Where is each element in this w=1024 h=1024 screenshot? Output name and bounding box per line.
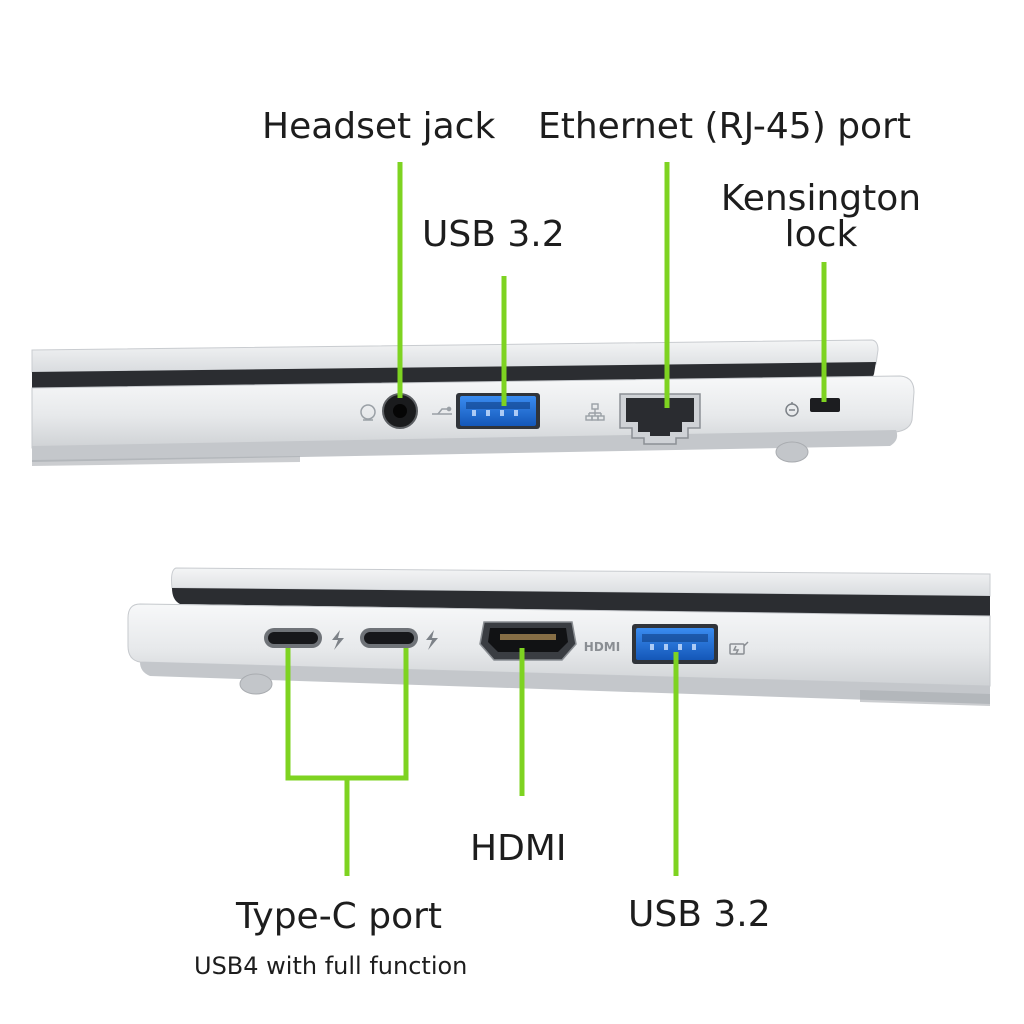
kensington-lock-slot bbox=[810, 398, 840, 412]
hdmi-port-marking: HDMI bbox=[584, 640, 620, 654]
usb-a-port-top bbox=[456, 393, 540, 429]
headset-icon bbox=[360, 404, 376, 421]
hdmi-port bbox=[479, 621, 577, 661]
top-callout-lines bbox=[397, 162, 827, 408]
laptop-right-side: HDMI bbox=[127, 567, 991, 706]
typec-port-label: Type-C port bbox=[236, 896, 443, 937]
usb-a-port-bottom bbox=[632, 624, 718, 664]
usb-top-label: USB 3.2 bbox=[422, 214, 565, 255]
usb-bottom-label: USB 3.2 bbox=[628, 894, 771, 935]
usb-charge-icon bbox=[729, 641, 749, 655]
headset-jack-label: Headset jack bbox=[262, 106, 496, 147]
hdmi-label: HDMI bbox=[470, 828, 567, 869]
bottom-callout-lines bbox=[285, 648, 679, 876]
network-icon bbox=[585, 403, 605, 421]
usb-symbol-icon bbox=[432, 406, 452, 415]
ethernet-port-label: Ethernet (RJ-45) port bbox=[538, 106, 911, 147]
thunderbolt-icon-1 bbox=[332, 630, 344, 650]
thunderbolt-icon-2 bbox=[426, 630, 438, 650]
typec-port-2 bbox=[360, 628, 418, 648]
typec-port-sublabel: USB4 with full function bbox=[194, 952, 468, 980]
headset-jack-port bbox=[382, 393, 418, 429]
kensington-lock-label-line2: lock bbox=[784, 214, 858, 255]
kensington-lock-label-line1: Kensington bbox=[720, 178, 922, 219]
kensington-lock-icon bbox=[785, 402, 799, 417]
ethernet-port bbox=[619, 393, 701, 445]
typec-port-1 bbox=[264, 628, 322, 648]
laptop-left-side bbox=[31, 339, 915, 466]
